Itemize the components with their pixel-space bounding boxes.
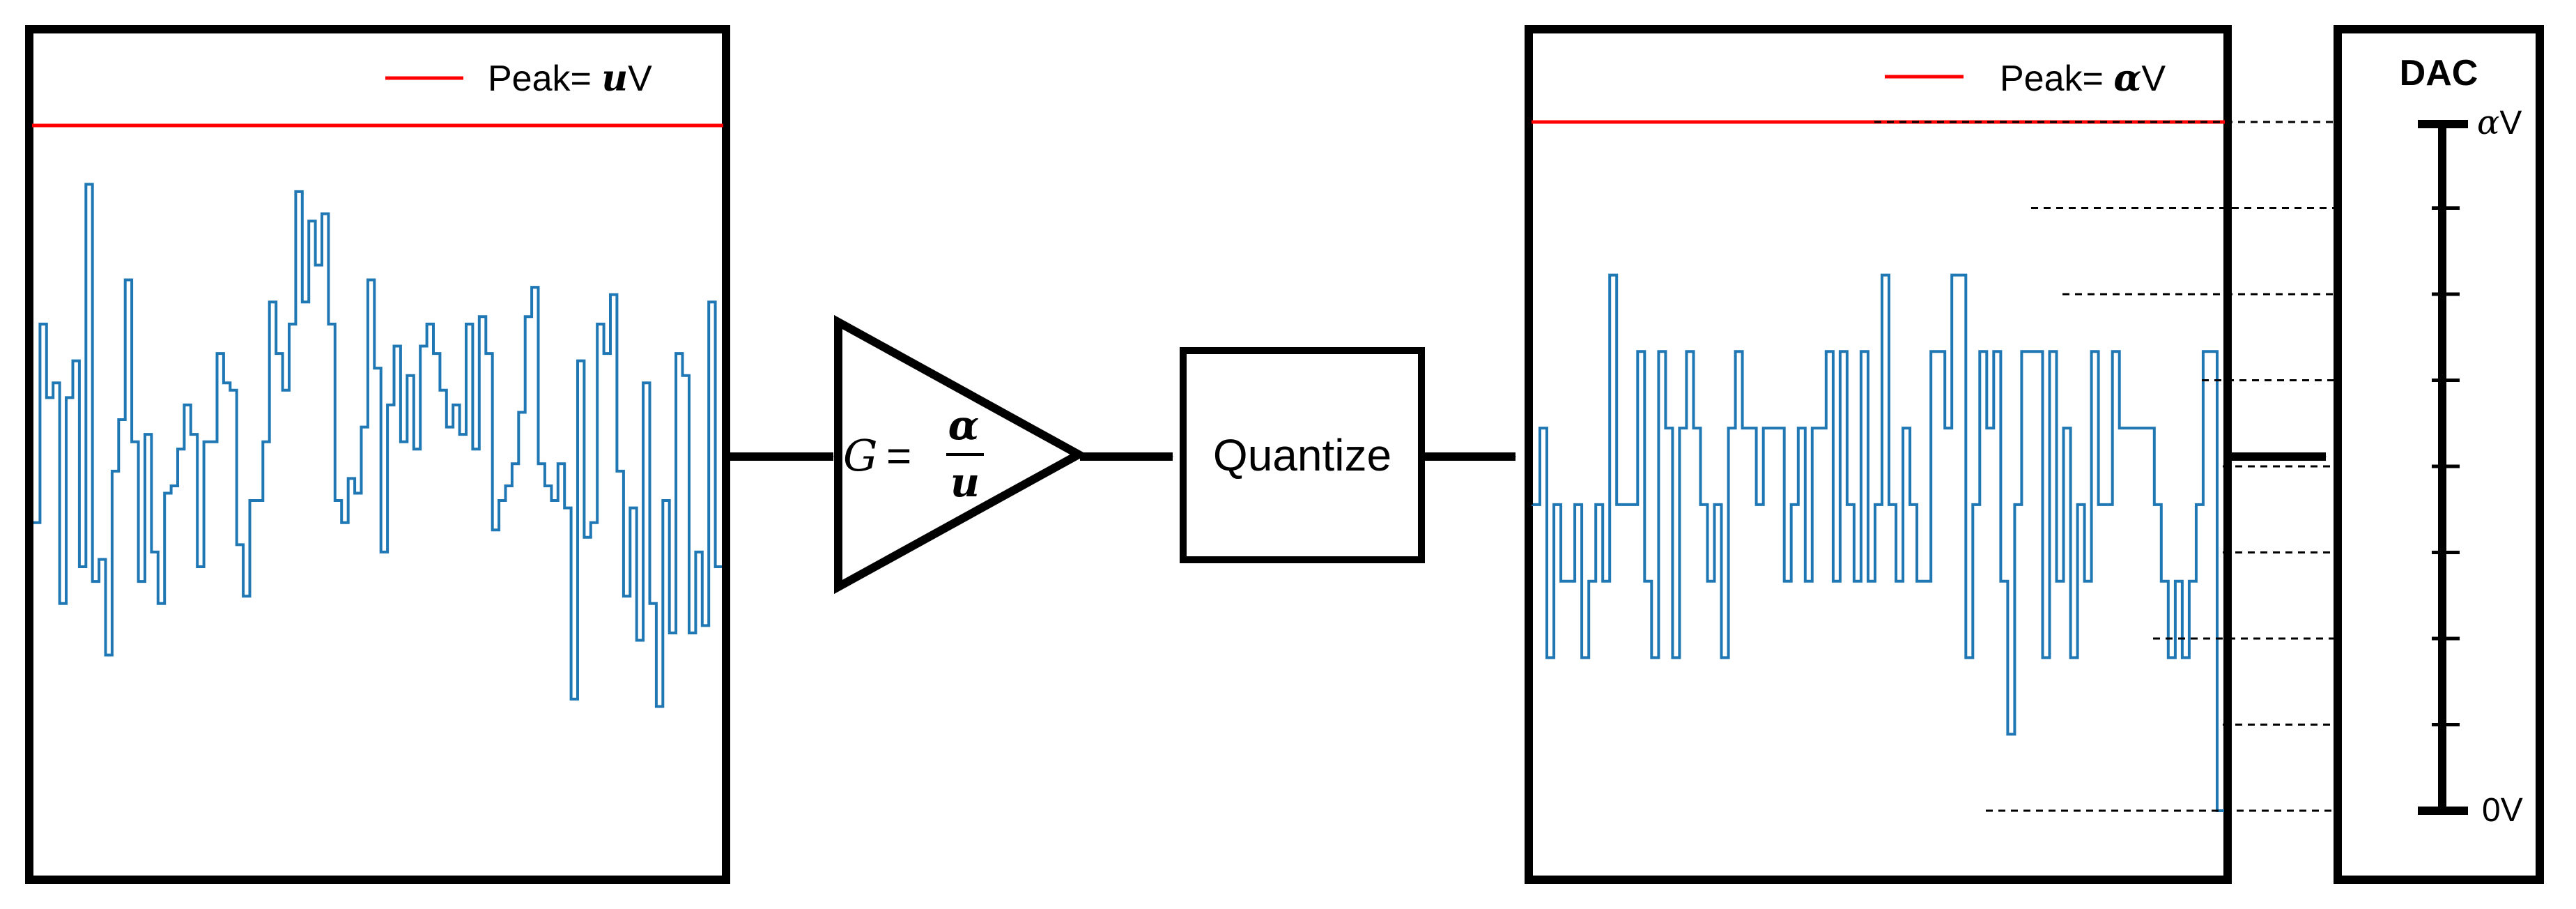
dac-top-voltage-label: αV [2477,103,2522,142]
quantize-block: Quantize [1180,347,1425,563]
dac-title: DAC [2400,53,2478,93]
quantized-legend-prefix: Peak= [2000,59,2113,99]
quantize-box [1180,347,1425,563]
gain-equals-sign: = [886,432,911,480]
input-panel-frame [25,25,730,884]
input-legend-prefix: Peak= [488,59,601,99]
quantized-legend-var: α [2113,57,2141,100]
input-signal-trace [33,183,722,708]
input-legend-var: u [601,57,628,100]
quantized-legend-unit: V [2141,59,2166,99]
dac-block: DAC αV 0V [2334,25,2544,884]
input-legend: Peak= uV [385,57,652,100]
input-legend-label: Peak= uV [488,57,652,100]
dac-voltage-scale [2418,120,2468,815]
quantized-signal-trace [1532,273,2224,812]
gain-numerator: α [948,402,980,449]
dac-bottom-voltage-label: 0V [2482,792,2523,829]
dac-top-voltage-var: α [2477,103,2499,142]
gain-variable: G [843,430,878,481]
gain-amplifier: G = α u [834,314,1088,595]
quantized-legend-label: Peak= αV [2000,57,2166,100]
input-legend-unit: V [628,59,652,99]
input-signal-panel: Peak= uV [25,25,730,884]
gain-denominator: u [950,459,980,506]
quantized-legend: Peak= αV [1885,57,2166,100]
dac-top-voltage-unit: V [2499,105,2522,142]
quantized-panel-frame [1525,25,2232,884]
quantized-signal-panel: Peak= αV [1525,25,2232,884]
quantize-label: Quantize [1213,430,1391,480]
